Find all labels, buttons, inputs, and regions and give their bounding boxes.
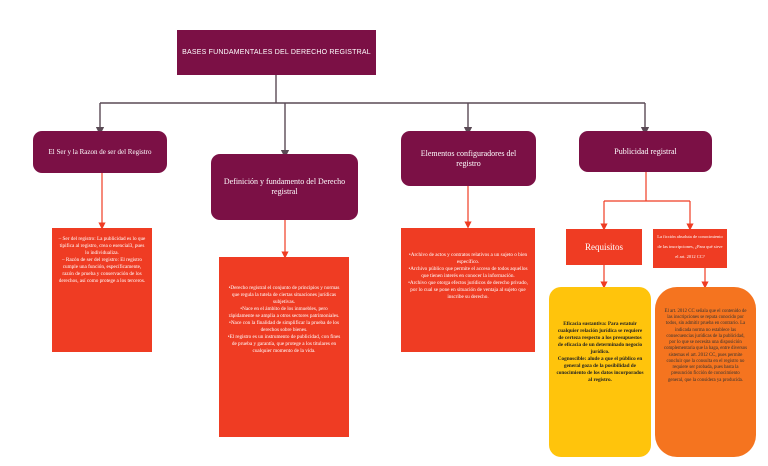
detail-eficacia: Eficacia sustantiva: Para estatuir cualq… — [549, 287, 651, 457]
category-ser-registro: El Ser y la Razon de ser del Registro — [33, 131, 167, 173]
category-label: Publicidad registral — [614, 146, 677, 156]
category-label: Elementos configuradores del registro — [420, 148, 517, 168]
detail-ficcion: La ficción absoluta de conocimiento de l… — [653, 229, 727, 268]
category-label: Definición y fundamento del Derecho regi… — [223, 177, 346, 196]
main-title: BASES FUNDAMENTALES DEL DERECHO REGISTRA… — [177, 30, 376, 75]
detail-ser-registro: – Ser del registro: La publicidad es lo … — [52, 228, 152, 352]
category-elementos: Elementos configuradores del registro — [401, 131, 536, 186]
detail-requisitos: Requisitos — [566, 229, 642, 265]
detail-art2012: El art. 2012 CC señala que el contenido … — [655, 287, 756, 457]
category-label: El Ser y la Razon de ser del Registro — [48, 147, 152, 156]
detail-elementos: •Archivo de actos y contratos relativos … — [401, 228, 535, 352]
detail-definicion: •Derecho registral el conjunto de princi… — [219, 257, 349, 437]
category-publicidad: Publicidad registral — [579, 131, 712, 172]
main-connectors — [95, 75, 650, 159]
detail-connectors — [98, 172, 709, 289]
category-definicion: Definición y fundamento del Derecho regi… — [211, 154, 358, 220]
